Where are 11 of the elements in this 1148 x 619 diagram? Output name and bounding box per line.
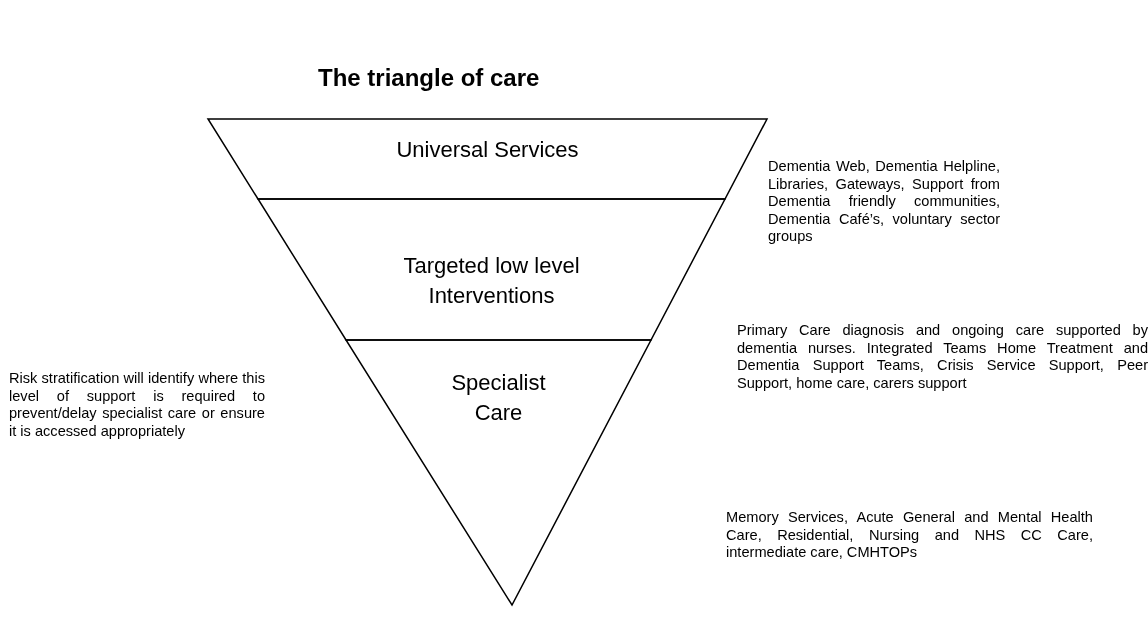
note-text: Dementia Web, Dementia Helpline, Libraries, Gateways, Support from Dementia friendly communities, Dementia Café’s, voluntary sector groups — [768, 158, 1000, 246]
band-label: Targeted low level Interventions — [402, 252, 581, 310]
triangle-band — [346, 340, 651, 605]
note-text: Primary Care diagnosis and ongoing care supported by dementia nurses. Integrated Teams Home Treatment and Dementia Support Teams, Crisis Service Support, Peer Support, home care, carers support — [737, 322, 1148, 392]
triangle-band — [208, 119, 767, 199]
note-text: Memory Services, Acute General and Mental Health Care, Residential, Nursing and NHS CC Care, intermediate care, CMHTOPs — [726, 509, 1093, 562]
triangle-band — [258, 199, 725, 340]
band-label: Specialist Care — [450, 369, 547, 427]
band-label: Universal Services — [395, 136, 580, 164]
diagram-title: The triangle of care — [318, 64, 540, 92]
note-text: Risk stratification will identify where this level of support is required to prevent/delay specialist care or ensure it is accessed appropriately — [9, 370, 265, 440]
